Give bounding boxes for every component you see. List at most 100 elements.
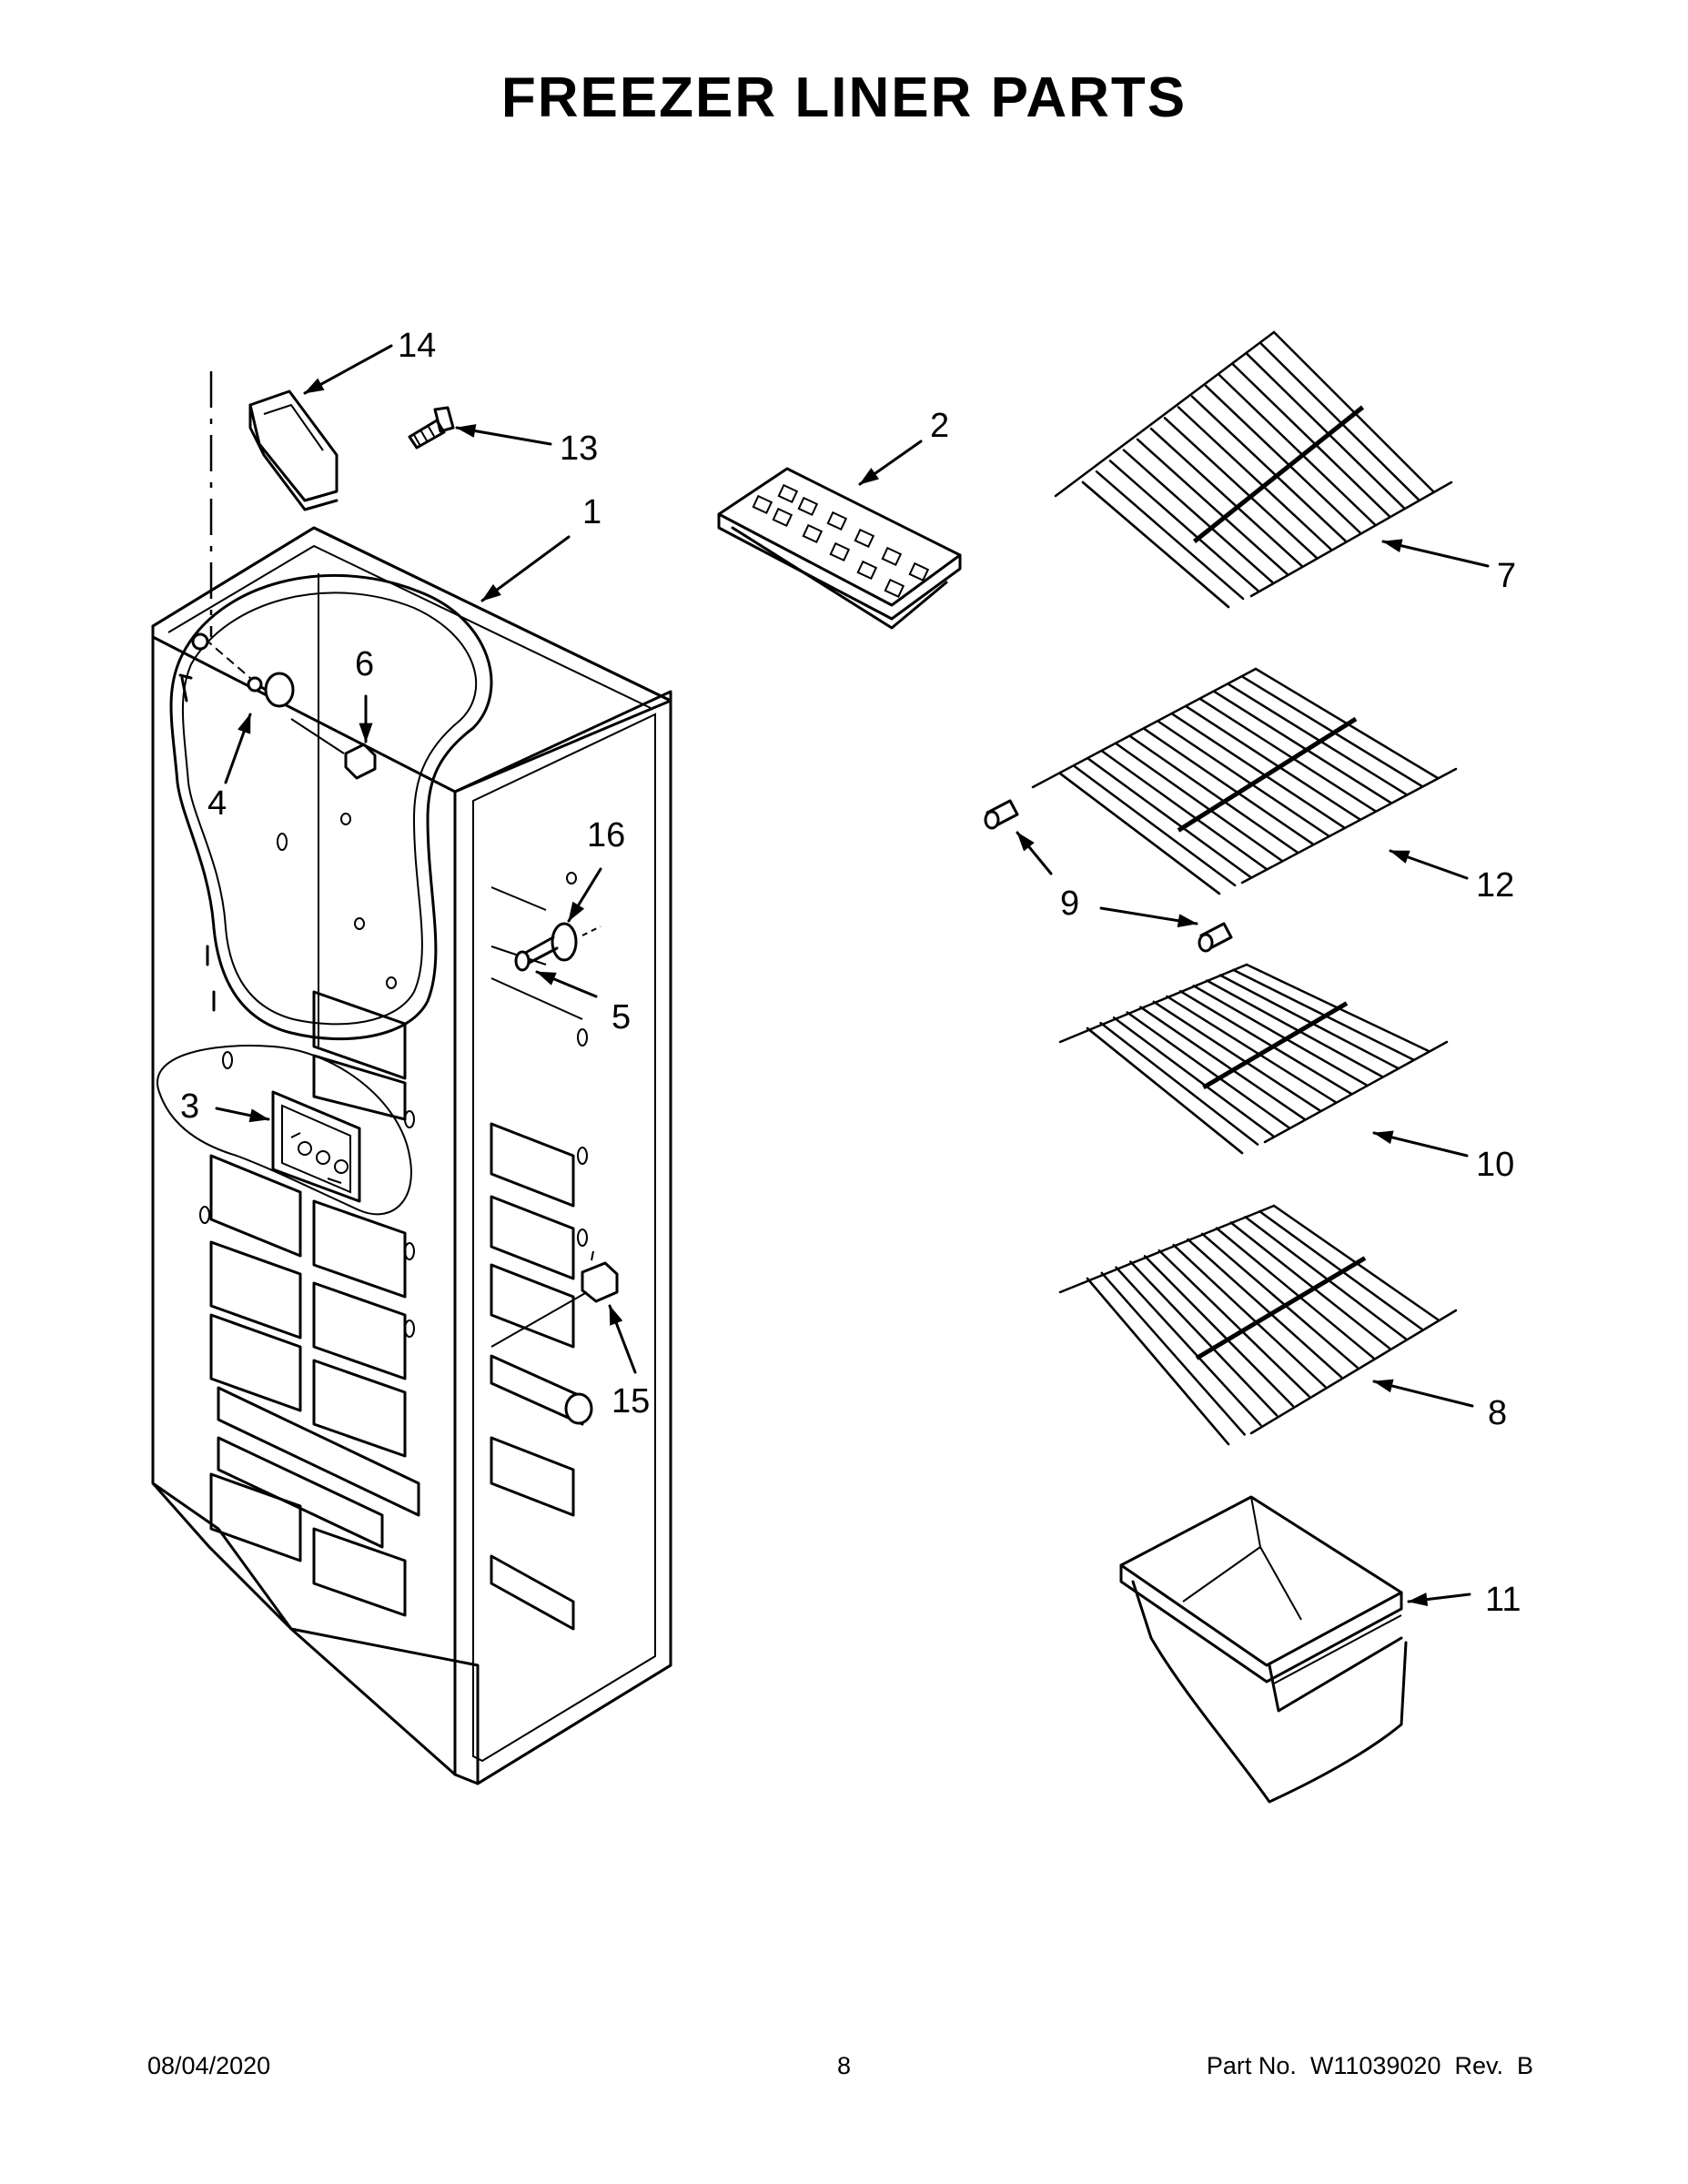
- wire-shelf-part-8: [1058, 1204, 1458, 1446]
- callout-16: 16: [587, 816, 625, 854]
- shelf-wire-rod: [1204, 384, 1361, 534]
- shelf-wire-rod: [1206, 979, 1383, 1078]
- shelf-support-bar: [1202, 1001, 1349, 1090]
- callout-5: 5: [612, 998, 631, 1036]
- shelf-wire-rod: [1244, 1216, 1407, 1340]
- callout-12: 12: [1476, 866, 1514, 905]
- shelf-wire-rod: [1129, 1260, 1279, 1417]
- shelf-wire-rod: [1112, 1016, 1275, 1138]
- shelf-wire-rod: [1108, 460, 1259, 592]
- callout-8: 8: [1488, 1394, 1507, 1432]
- bracket-part-14: [209, 371, 339, 637]
- shelf-wire-rod: [1245, 352, 1406, 510]
- shelf-pin-part-9-lower: [1198, 922, 1233, 953]
- footer-date: 08/04/2020: [147, 2052, 271, 2079]
- shelf-support-bar: [1192, 405, 1365, 543]
- shelf-front-rail: [1263, 1040, 1449, 1144]
- shelf-wire-rod: [1178, 989, 1352, 1095]
- shelf-wire-rod: [1166, 995, 1337, 1104]
- wire-shelf-part-7: [1054, 330, 1453, 609]
- shelf-wire-rod: [1142, 727, 1315, 845]
- footer-part-number: Part No. W11039020 Rev. B: [1206, 2052, 1533, 2079]
- wire-shelf-part-10: [1058, 963, 1449, 1155]
- wire-shelf-part-12: [1031, 667, 1458, 895]
- shelf-wire-rod: [1200, 1232, 1359, 1369]
- clip-part-6: [290, 718, 377, 780]
- clip-part-15: [490, 1250, 619, 1348]
- callout-10: 10: [1476, 1146, 1514, 1184]
- footer-page-number: 8: [836, 2052, 852, 2079]
- shelf-wire-rod: [1126, 1011, 1290, 1129]
- shelf-wire-rod: [1218, 373, 1376, 526]
- shelf-wire-rod: [1143, 1255, 1295, 1408]
- liner-side-slots: [490, 886, 593, 1631]
- shelf-wire-rod: [1157, 720, 1330, 837]
- shelf-side-rail: [1081, 480, 1230, 609]
- shelf-wire-rod: [1100, 1271, 1246, 1436]
- grommet-part-4: [191, 632, 295, 708]
- callout-1: 1: [582, 493, 601, 531]
- freezer-liner: [151, 526, 672, 1785]
- shelf-wire-rod: [1215, 1227, 1375, 1360]
- shelf-wire-rod: [1115, 1266, 1262, 1427]
- shelf-wire-rod: [1177, 406, 1332, 551]
- shelf-side-rail: [1058, 772, 1221, 895]
- shelf-side-rail: [1086, 1026, 1244, 1155]
- callout-13: 13: [560, 430, 598, 468]
- shelf-front-rail: [1240, 767, 1458, 885]
- shelf-wire-rod: [1122, 449, 1274, 584]
- callout-15: 15: [612, 1382, 650, 1421]
- shelf-wire-rod: [1231, 363, 1391, 518]
- fitting-part-5-16: [514, 922, 601, 972]
- shelf-front-rail: [1249, 1309, 1458, 1435]
- liner-vent-slots: [209, 990, 420, 1617]
- shelf-wire-rod: [1095, 470, 1245, 601]
- shelf-wire-rod: [1115, 742, 1283, 862]
- liner-mounting-holes: [178, 673, 588, 1338]
- shelf-back-rail: [1054, 330, 1276, 498]
- shelf-wire-rod: [1258, 341, 1420, 501]
- shelf-wire-rod: [1163, 417, 1318, 559]
- shelf-wire-rod: [1152, 1000, 1321, 1112]
- shelf-front-rail: [1249, 480, 1453, 598]
- shelf-wire-rod: [1227, 682, 1408, 796]
- shelf-side-rail: [1086, 1277, 1230, 1446]
- callout-6: 6: [355, 645, 374, 683]
- shelf-wire-rod: [1198, 697, 1377, 813]
- leader-lines: [215, 344, 1490, 1607]
- shelf-wire-rod: [1100, 750, 1268, 871]
- shelf-wire-rod: [1192, 985, 1368, 1087]
- shelf-wire-rod: [1229, 1221, 1391, 1350]
- shelf-pin-part-9-upper: [984, 799, 1019, 830]
- shelf-wire-rod: [1172, 1243, 1327, 1389]
- shelf-wire-rod: [1184, 704, 1361, 821]
- shelf-wire-rod: [1128, 734, 1299, 854]
- shelf-back-rail: [1058, 963, 1248, 1044]
- shelf-back-rail: [1058, 1204, 1276, 1294]
- shelf-wire-rod: [1087, 757, 1252, 879]
- callout-9: 9: [1060, 885, 1079, 923]
- callout-4: 4: [207, 784, 227, 823]
- callout-14: 14: [398, 327, 436, 365]
- callout-2: 2: [930, 407, 949, 445]
- shelf-support-bar: [1195, 1256, 1367, 1360]
- shelf-wire-rod: [1212, 690, 1392, 804]
- shelf-wire-rod: [1218, 974, 1400, 1069]
- shelf-wire-rod: [1170, 713, 1346, 829]
- screw-part-13: [408, 406, 455, 450]
- callout-7: 7: [1497, 557, 1516, 595]
- callout-11: 11: [1485, 1581, 1521, 1619]
- shelf-support-bar: [1177, 716, 1358, 833]
- shelf-wire-rod: [1099, 1021, 1259, 1146]
- bin-part-11: [1119, 1495, 1408, 1804]
- shelf-wire-rod: [1136, 438, 1289, 575]
- callout-3: 3: [180, 1087, 199, 1126]
- ice-tray-cells: [752, 483, 930, 599]
- ice-tray-part-2: [717, 467, 962, 630]
- page-title: FREEZER LINER PARTS: [500, 66, 1188, 129]
- control-panel-part-3: [157, 1045, 412, 1216]
- shelf-wire-rod: [1139, 1006, 1306, 1120]
- shelf-wire-rod: [1157, 1249, 1310, 1398]
- shelf-wire-rod: [1187, 1238, 1343, 1379]
